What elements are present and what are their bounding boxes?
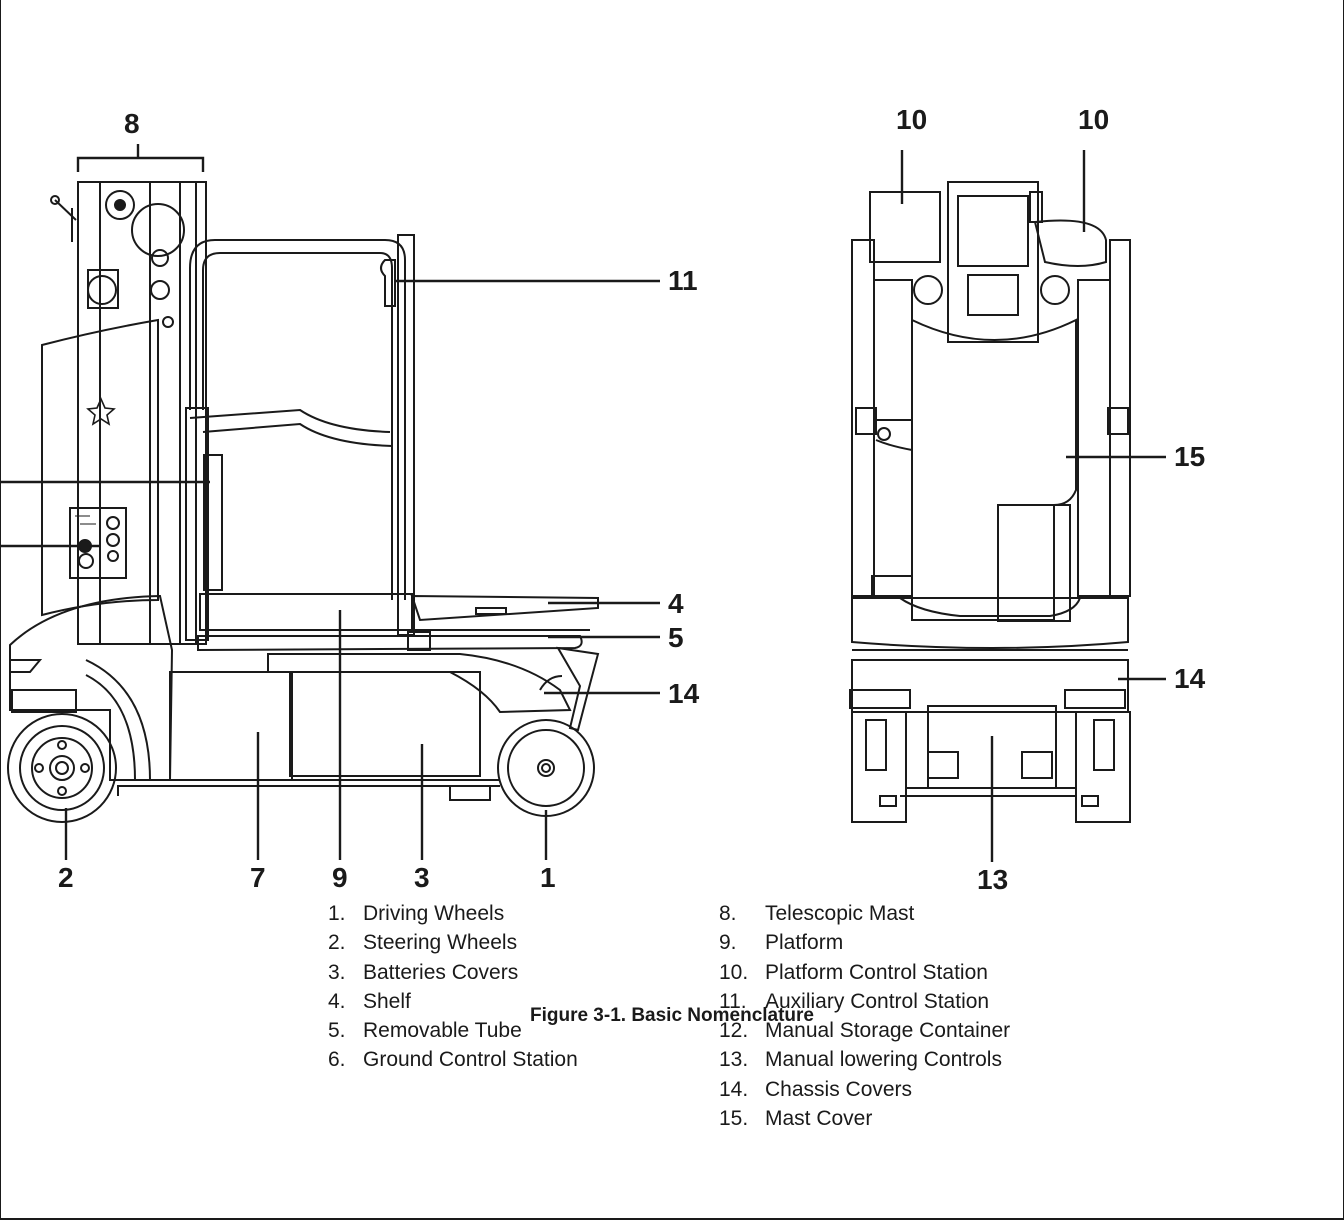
legend-label: Ground Control Station: [363, 1048, 578, 1072]
legend-number: 6.: [328, 1048, 346, 1072]
front-view: [849, 181, 1131, 823]
legend-number: 10.: [719, 960, 749, 984]
side-view: [7, 181, 600, 823]
legend-item: 15. Mast Cover: [719, 1104, 1010, 1133]
callout-15: 15: [1174, 441, 1206, 472]
legend-label: Telescopic Mast: [765, 902, 915, 925]
callout-7: 7: [250, 862, 266, 893]
legend-number: 11.: [719, 989, 747, 1013]
legend-item: 3. Batteries Covers: [328, 958, 578, 987]
legend-number: 8.: [719, 902, 737, 925]
callout-leaders: [0, 144, 1166, 862]
legend-number: 5.: [328, 1019, 346, 1043]
legend-number: 9.: [719, 931, 737, 955]
steering-wheel: [7, 713, 117, 823]
legend-label: Chassis Covers: [765, 1077, 913, 1101]
legend-label: Platform: [765, 931, 844, 955]
legend-item: 11. Auxiliary Control Station: [719, 987, 1010, 1016]
side-columns: [851, 239, 1131, 599]
legend-number: 14.: [719, 1077, 749, 1101]
callout-1: 1: [540, 862, 556, 893]
legend-item: 9. Platform: [719, 928, 1010, 957]
legend-label: Driving Wheels: [363, 902, 505, 925]
legend-item: 8. Telescopic Mast: [719, 899, 1010, 928]
callout-14-side: 14: [668, 678, 700, 709]
legend-label: Shelf: [363, 989, 411, 1013]
callout-4: 4: [668, 588, 684, 619]
figure-frame-bottom: [0, 1218, 1344, 1220]
callout-10-right: 10: [1078, 104, 1110, 135]
telescopic-mast: [50, 181, 207, 645]
callout-14-front: 14: [1174, 663, 1206, 694]
legend-item: 10. Platform Control Station: [719, 958, 1010, 987]
legend-left: 1. Driving Wheels 2. Steering Wheels 3. Bat…: [328, 899, 578, 1075]
legend-number: 13.: [719, 1048, 749, 1072]
legend-label: Steering Wheels: [363, 931, 518, 955]
mast-cover-side: [41, 318, 159, 617]
mast-cover-front: [911, 318, 1077, 622]
front-chassis: [849, 597, 1131, 823]
legend-number: 3.: [328, 960, 346, 984]
callout-2: 2: [58, 862, 74, 893]
guard-rails: [185, 234, 415, 641]
legend-label: Batteries Covers: [363, 960, 519, 984]
chassis: [9, 594, 600, 801]
legend-item: 5. Removable Tube: [328, 1016, 578, 1045]
callout-3: 3: [414, 862, 430, 893]
legend-number: 12.: [719, 1019, 749, 1043]
legend-label: Mast Cover: [765, 1107, 873, 1131]
legend-item: 6. Ground Control Station: [328, 1045, 578, 1074]
legend-item: 14. Chassis Covers: [719, 1075, 1010, 1104]
mast-front: [869, 181, 1107, 343]
legend-number: 1.: [328, 902, 346, 925]
callout-9: 9: [332, 862, 348, 893]
legend-label: Auxiliary Control Station: [765, 989, 990, 1013]
legend-label: Manual Storage Container: [765, 1019, 1011, 1043]
callout-8: 8: [124, 108, 140, 139]
legend-item: 2. Steering Wheels: [328, 928, 578, 957]
callout-10-left: 10: [896, 104, 928, 135]
callout-5: 5: [668, 622, 684, 653]
driving-wheel: [497, 719, 595, 817]
figure-caption: Figure 3-1. Basic Nomenclature: [529, 1005, 815, 1026]
callout-13: 13: [977, 864, 1009, 895]
legend-right: 8. Telescopic Mast 9. Platform 10. Platform…: [719, 899, 1010, 1133]
legend-label: Platform Control Station: [765, 960, 988, 984]
legend-label: Removable Tube: [363, 1019, 522, 1043]
legend-number: 2.: [328, 931, 346, 955]
legend-number: 4.: [328, 989, 346, 1013]
legend-item: 12. Manual Storage Container: [719, 1016, 1010, 1045]
callout-11: 11: [668, 265, 698, 296]
legend-label: Manual lowering Controls: [765, 1048, 1002, 1072]
legend-item: 1. Driving Wheels: [328, 899, 578, 928]
legend-item: 13. Manual lowering Controls: [719, 1045, 1010, 1074]
legend-number: 15.: [719, 1107, 749, 1131]
legend-item: 4. Shelf: [328, 987, 578, 1016]
